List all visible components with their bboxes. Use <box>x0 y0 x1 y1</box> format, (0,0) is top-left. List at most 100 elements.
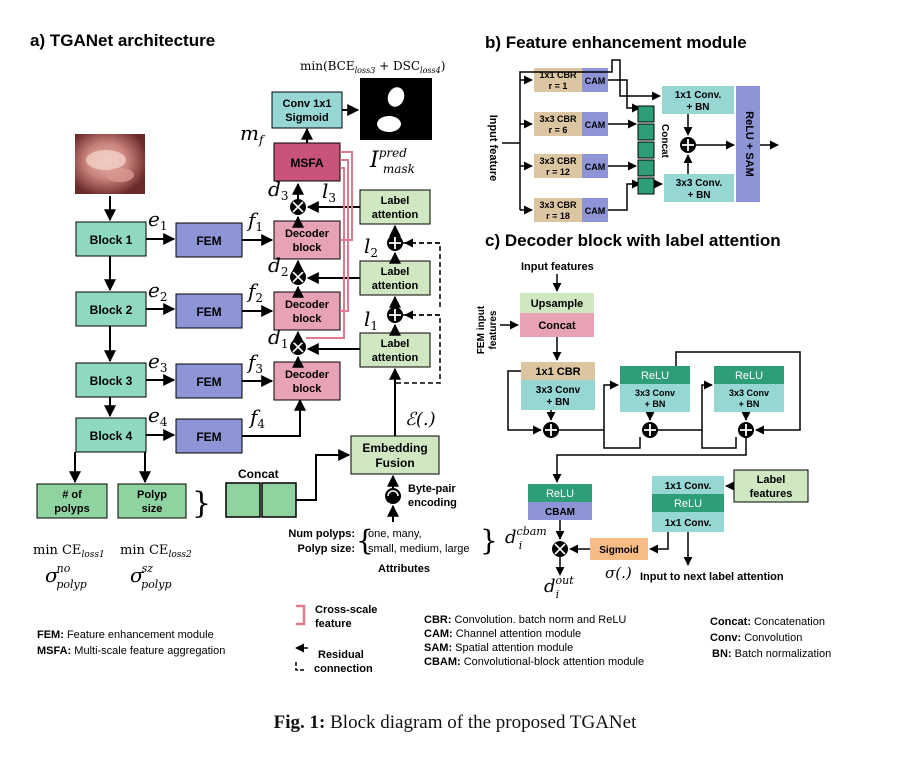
concat-block <box>225 482 297 518</box>
relu-2-conv-l1: 3x3 Conv <box>729 388 769 398</box>
relu-cbam-block: ReLU CBAM <box>528 484 592 520</box>
label-att-1-l2: attention <box>372 352 419 364</box>
relu-sam-block: ReLU + SAM <box>736 86 760 202</box>
mask-loss: min(BCEloss3 + DSCloss4) <box>300 59 445 75</box>
label-att-3-l2: attention <box>372 209 419 221</box>
add-node-1 <box>387 307 403 323</box>
fem-branch-3: 3x3 CBR r = 12 CAM <box>520 154 637 178</box>
label-conv-1: 1x1 Conv. <box>665 481 712 492</box>
cross-scale-l1: Cross-scale <box>315 604 377 616</box>
d3-label: d3 <box>268 177 288 203</box>
l3-label: l3 <box>322 179 336 205</box>
block-1-label: Block 1 <box>90 233 133 247</box>
right-brace: } <box>480 524 498 557</box>
relu-conv-block-1: ReLU 3x3 Conv + BN <box>620 366 690 412</box>
fem-3: FEM <box>175 363 243 399</box>
figure-caption: Fig. 1: Block diagram of the proposed TG… <box>0 712 910 734</box>
decoder-3-line1: Decoder <box>285 369 330 381</box>
label-feat-l1: Label <box>757 474 786 486</box>
branch-2-l2: r = 6 <box>549 125 568 135</box>
label-att-2-l1: Label <box>381 266 410 278</box>
cbam-label: CBAM <box>545 507 575 518</box>
e3-label: e3 <box>148 349 167 375</box>
polyp-size-values: small, medium, large <box>368 543 469 555</box>
f3-label: f3 <box>246 350 263 376</box>
loss-size: min CEloss2 <box>120 543 192 560</box>
branch-3-cam: CAM <box>585 162 606 172</box>
branch-4-l1: 3x3 CBR <box>539 200 577 210</box>
fem-2: FEM <box>175 293 243 329</box>
encoder-block-2: Block 2 <box>75 291 147 327</box>
residual-legend-dash <box>295 662 306 671</box>
cbam-relu-label: ReLU <box>546 488 574 500</box>
fem-add-node <box>680 137 696 153</box>
block-3-label: Block 3 <box>90 374 133 388</box>
decoder-3-line2: block <box>293 383 323 395</box>
fem-branch-1: 1x1 CBR r = 1 CAM <box>520 68 641 113</box>
conv-c-l2: + BN <box>546 397 569 408</box>
legend-msfa: MSFA: Multi-scale feature aggregation <box>37 645 225 657</box>
e4-label: e4 <box>148 403 168 429</box>
legend-sam: SAM: Spatial attention module <box>424 642 573 654</box>
add-node-c1 <box>543 422 559 438</box>
branch-1-cam: CAM <box>585 76 606 86</box>
e2-label: e2 <box>148 278 167 304</box>
relu-2-label: ReLU <box>735 370 763 382</box>
l1-label: l1 <box>364 307 378 333</box>
label-att-2-l2: attention <box>372 280 419 292</box>
panel-a-title: a) TGANet architecture <box>30 31 215 50</box>
endoscopy-image <box>75 134 145 194</box>
add-node-c3 <box>738 422 754 438</box>
legend-fem: FEM: Feature enhancement module <box>37 629 214 641</box>
legend-cbr: CBR: Convolution. batch norm and ReLU <box>424 614 626 626</box>
branch-1-l2: r = 1 <box>549 81 568 91</box>
msfa-block: MSFA <box>273 142 341 182</box>
size-head-l2: size <box>142 503 163 515</box>
next-label-attention: Input to next label attention <box>640 571 784 583</box>
sigmoid-block: Sigmoid <box>590 538 648 560</box>
add-node-2 <box>387 235 403 251</box>
d2-label: d2 <box>268 253 288 279</box>
e1-label: e1 <box>148 207 167 233</box>
fem-conv1-l1: 1x1 Conv. <box>675 90 722 101</box>
sigma-func-label: σ(.) <box>605 564 632 582</box>
residual-l2: connection <box>314 663 373 675</box>
concat-block-c: Concat <box>520 313 594 337</box>
branch-3-l2: r = 12 <box>546 167 570 177</box>
multiply-node-d2 <box>290 269 306 285</box>
label-attention-1: Label attention <box>359 332 431 368</box>
cross-scale-l2: feature <box>315 618 352 630</box>
fem-3-label: FEM <box>196 375 221 389</box>
fem-2-label: FEM <box>196 305 221 319</box>
label-features-block: Label features <box>733 469 809 503</box>
f4-label: f4 <box>248 405 265 431</box>
f1-label: f1 <box>246 208 263 234</box>
concat-c-label: Concat <box>538 320 576 332</box>
label-attention-2: Label attention <box>359 260 431 296</box>
conv-sig-l2: Sigmoid <box>285 112 328 124</box>
left-brace: { <box>356 524 374 557</box>
num-head-l1: # of <box>62 489 82 501</box>
block-2-label: Block 2 <box>90 303 133 317</box>
label-att-1-l1: Label <box>381 338 410 350</box>
f2-label: f2 <box>246 279 263 305</box>
fem-conv3-l2: + BN <box>687 190 710 201</box>
caption-text: Block diagram of the proposed TGANet <box>325 712 637 733</box>
relu-sam-label: ReLU + SAM <box>743 111 755 177</box>
num-head-l2: polyps <box>54 503 89 515</box>
attributes-label: Attributes <box>378 563 430 575</box>
relu-conv-block-2: ReLU 3x3 Conv + BN <box>714 366 784 412</box>
num-polyps-head: # of polyps <box>36 483 108 519</box>
polyp-size-label: Polyp size: <box>298 543 355 555</box>
fem-conv-1x1: 1x1 Conv. + BN <box>662 86 734 114</box>
size-head-l1: Polyp <box>137 489 167 501</box>
cross-scale-legend-icon <box>296 604 306 626</box>
legend-conv: Conv: Convolution <box>710 632 802 644</box>
panel-c-title: c) Decoder block with label attention <box>485 231 781 250</box>
upsample-block: Upsample <box>520 293 594 313</box>
legend-cbam: CBAM: Convolutional-block attention modu… <box>424 656 644 668</box>
